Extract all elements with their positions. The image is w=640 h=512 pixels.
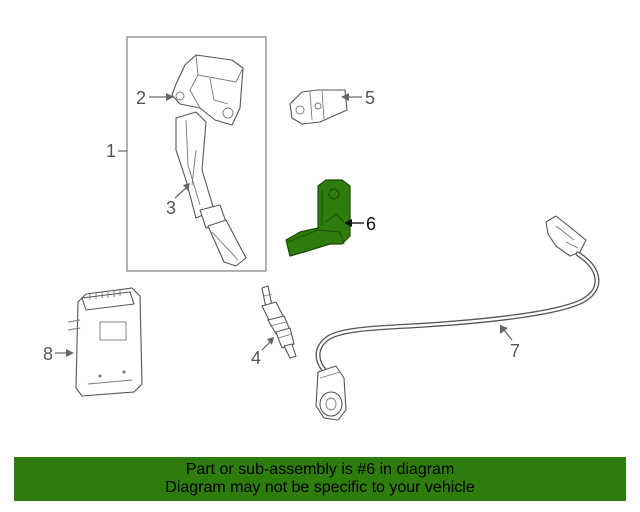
parts-diagram: 1 2 3 5 [43,36,600,421]
callout-2[interactable]: 2 [136,88,146,108]
callout-8[interactable]: 8 [43,344,53,364]
sensor-part-6-highlighted[interactable] [285,179,351,257]
callout-7[interactable]: 7 [510,341,520,361]
callout-4[interactable]: 4 [251,348,261,368]
callout-5[interactable]: 5 [365,88,375,108]
sensor-part-5[interactable] [289,89,348,125]
ignition-coil[interactable] [171,54,247,267]
banner-line-2: Diagram may not be specific to your vehi… [165,479,475,496]
callout-6[interactable]: 6 [366,214,376,234]
knock-sensor-cable[interactable] [315,215,600,421]
spark-plug[interactable] [261,285,297,359]
coil-assembly-box [126,36,267,272]
engine-control-module[interactable] [67,287,143,397]
info-banner: Part or sub-assembly is #6 in diagram Di… [14,457,626,501]
callout-1[interactable]: 1 [106,141,116,161]
banner-line-1: Part or sub-assembly is #6 in diagram [185,461,455,478]
callout-3[interactable]: 3 [166,198,176,218]
